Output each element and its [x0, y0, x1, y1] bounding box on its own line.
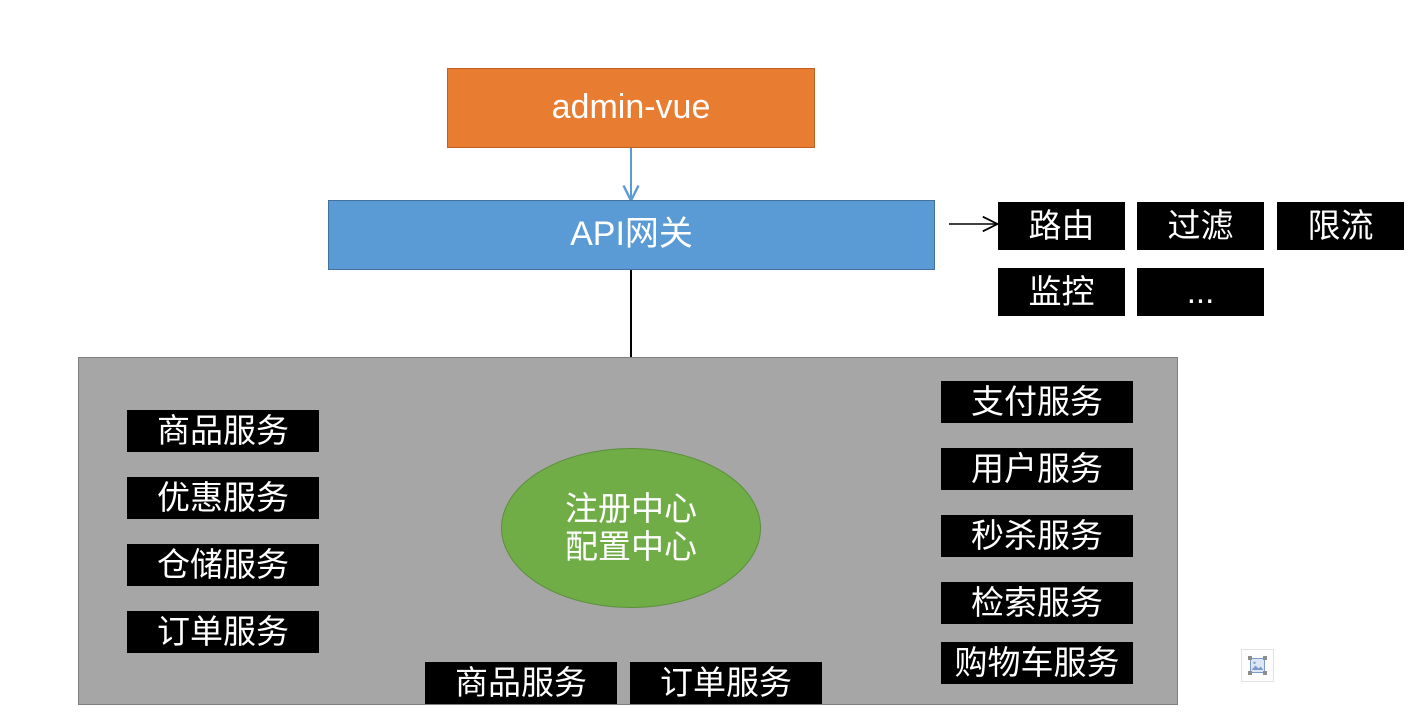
service-node-label: 检索服务 [971, 584, 1103, 622]
frontend-label: admin-vue [551, 88, 711, 127]
service-node[interactable]: 购物车服务 [941, 642, 1133, 684]
service-node-label: 用户服务 [971, 450, 1103, 488]
service-node[interactable]: 商品服务 [425, 662, 617, 704]
gateway-feature-tag-label: 限流 [1307, 207, 1374, 245]
gateway-feature-tag[interactable]: 限流 [1277, 202, 1404, 250]
service-node-label: 秒杀服务 [971, 517, 1103, 555]
gateway-feature-tag[interactable]: 路由 [998, 202, 1125, 250]
gateway-feature-tag-label: ... [1186, 273, 1215, 311]
service-node-label: 商品服务 [157, 412, 289, 450]
service-node[interactable]: 商品服务 [127, 410, 319, 452]
service-node[interactable]: 订单服务 [127, 611, 319, 653]
gateway-feature-tag[interactable]: ... [1137, 268, 1264, 316]
frontend-node[interactable]: admin-vue [447, 68, 815, 148]
image-icon [1248, 656, 1267, 675]
gateway-feature-tag-label: 监控 [1028, 273, 1095, 311]
service-node-label: 商品服务 [455, 664, 587, 702]
gateway-feature-tag-label: 过滤 [1167, 207, 1234, 245]
broken-image-placeholder [1241, 649, 1274, 682]
gateway-feature-tag-label: 路由 [1028, 207, 1095, 245]
service-node[interactable]: 仓储服务 [127, 544, 319, 586]
service-node-label: 优惠服务 [157, 479, 289, 517]
service-node-label: 订单服务 [157, 613, 289, 651]
service-node-label: 支付服务 [971, 383, 1103, 421]
service-node[interactable]: 秒杀服务 [941, 515, 1133, 557]
service-node-label: 订单服务 [660, 664, 792, 702]
gateway-label: API网关 [570, 215, 693, 254]
service-node-label: 仓储服务 [157, 546, 289, 584]
gateway-feature-tag[interactable]: 监控 [998, 268, 1125, 316]
service-node[interactable]: 订单服务 [630, 662, 822, 704]
gateway-feature-tag[interactable]: 过滤 [1137, 202, 1264, 250]
registry-config-center-node[interactable]: 注册中心 配置中心 [501, 448, 761, 608]
service-node[interactable]: 用户服务 [941, 448, 1133, 490]
gateway-node[interactable]: API网关 [328, 200, 935, 270]
service-node[interactable]: 优惠服务 [127, 477, 319, 519]
service-node[interactable]: 支付服务 [941, 381, 1133, 423]
service-node-label: 购物车服务 [954, 644, 1120, 682]
service-node[interactable]: 检索服务 [941, 582, 1133, 624]
registry-label: 注册中心 配置中心 [565, 490, 697, 565]
